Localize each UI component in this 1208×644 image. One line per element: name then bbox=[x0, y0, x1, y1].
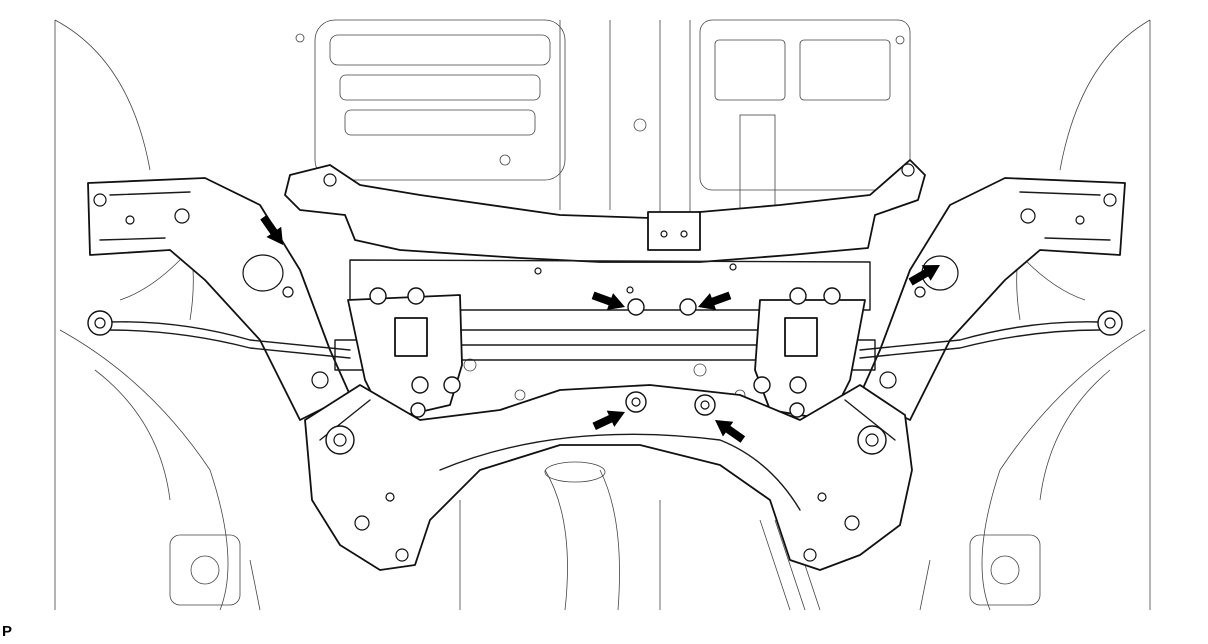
arrow-left-arm-bolt bbox=[260, 214, 283, 245]
left-gear-bracket bbox=[347, 287, 463, 421]
arrow-center-bolt-left bbox=[591, 291, 625, 310]
arrow-center-bolt-right bbox=[698, 291, 732, 310]
front-crossmember bbox=[284, 159, 926, 361]
arrow-rear-bolt-left bbox=[592, 410, 625, 430]
right-gear-bracket bbox=[753, 287, 866, 421]
figure-code-label: P bbox=[2, 623, 13, 640]
arrow-right-arm-bolt bbox=[908, 265, 940, 286]
arrow-rear-bolt-right bbox=[715, 420, 746, 443]
rear-crossmember bbox=[304, 298, 913, 571]
left-lower-arm bbox=[87, 177, 351, 421]
background-line-art bbox=[54, 19, 1151, 611]
pointer-arrows bbox=[260, 214, 940, 443]
right-lower-arm bbox=[859, 177, 1126, 421]
